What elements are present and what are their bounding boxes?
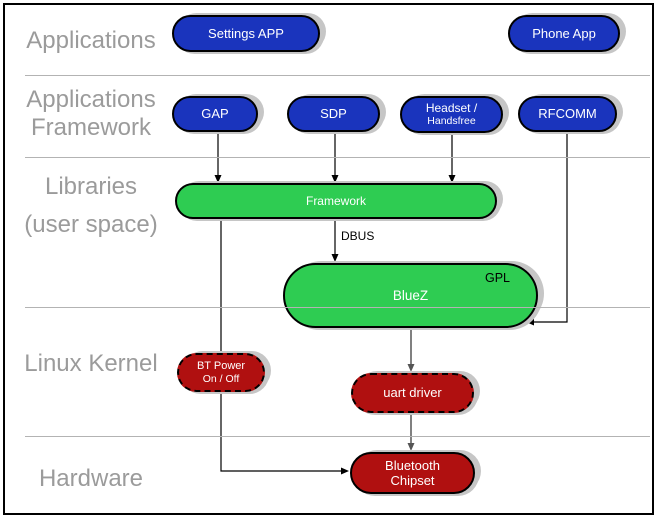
connector-uart-to-chipset	[407, 413, 415, 451]
node-bluetooth-chipset: Bluetooth Chipset	[350, 452, 475, 494]
layer-label-linux-kernel: Linux Kernel	[8, 350, 174, 378]
separator-applications	[25, 75, 650, 76]
node-uart-driver: uart driver	[351, 373, 474, 413]
layer-label-hardware: Hardware	[8, 465, 174, 493]
node-label-line2: Chipset	[390, 473, 435, 488]
connector-sdp-to-framework	[331, 132, 339, 183]
node-label-line1: Headset /	[425, 101, 478, 116]
layer-label-applications: Applications	[8, 27, 174, 55]
node-sdp: SDP	[287, 96, 380, 132]
gpl-license-badge: GPL	[484, 271, 510, 285]
node-label-line2: On / Off	[202, 372, 240, 385]
connector-gap-to-framework	[214, 132, 222, 183]
node-label: RFCOMM	[538, 106, 597, 122]
layer-label-applications-framework: Applications Framework	[8, 86, 174, 142]
layer-label-libraries: Libraries (user space)	[8, 168, 174, 244]
node-headset-handsfree: Headset / Handsfree	[400, 96, 503, 133]
node-rfcomm: RFCOMM	[518, 96, 617, 132]
separator-libraries	[25, 307, 650, 308]
node-label-line1: Bluetooth	[385, 457, 440, 473]
connector-framework-to-chipset-via-btpower	[220, 219, 349, 475]
node-label: BlueZ	[392, 287, 429, 303]
layer-label-text: Framework	[30, 114, 151, 141]
layer-label-text: Libraries	[44, 173, 138, 200]
node-bluez: BlueZ GPL	[283, 263, 538, 328]
node-label: SDP	[320, 106, 347, 122]
separator-kernel	[25, 436, 650, 437]
connector-rfcomm-to-bluez	[526, 132, 568, 326]
layer-label-text: Applications	[26, 27, 156, 54]
node-framework: Framework	[175, 183, 497, 219]
connector-framework-to-bluez-dbus	[331, 219, 339, 262]
node-label: uart driver	[383, 385, 442, 401]
layer-label-text: Applications	[26, 86, 156, 113]
layer-label-text: (user space)	[24, 211, 158, 238]
node-gap: GAP	[172, 96, 258, 132]
dbus-edge-label: DBUS	[341, 229, 375, 243]
node-phone-app: Phone App	[508, 15, 620, 52]
node-label: Phone App	[532, 25, 596, 41]
outer-border	[3, 3, 654, 515]
separator-framework	[25, 157, 650, 158]
node-settings-app: Settings APP	[172, 15, 320, 52]
node-label-line2: Handsfree	[427, 115, 476, 128]
connector-bluez-to-uart	[407, 328, 415, 372]
node-bt-power: BT Power On / Off	[177, 353, 265, 392]
node-label: GAP	[201, 106, 229, 122]
layer-label-text: Hardware	[38, 465, 144, 492]
node-label: Settings APP	[208, 25, 284, 41]
node-label: Framework	[305, 193, 366, 208]
connector-headset-to-framework	[448, 133, 456, 183]
layer-label-text: Linux Kernel	[24, 350, 158, 377]
node-label-line1: BT Power	[196, 359, 246, 372]
